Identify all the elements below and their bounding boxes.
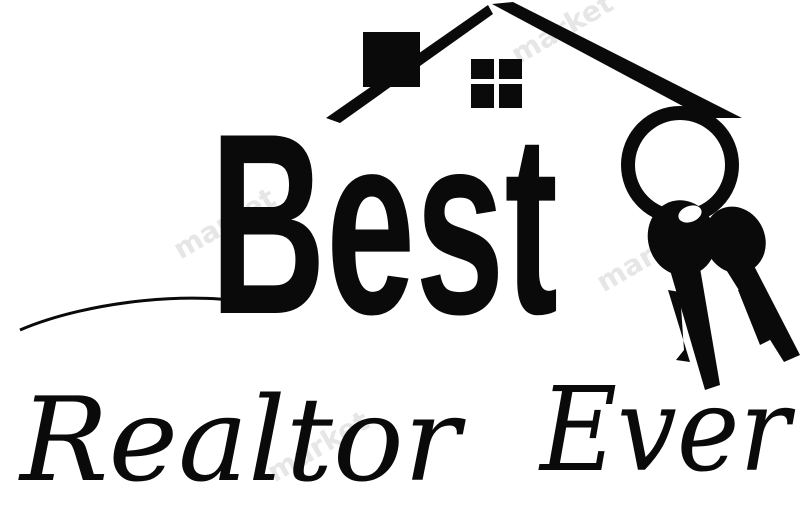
logo-tagline-ever: Ever <box>538 363 796 498</box>
key-icon <box>647 200 800 390</box>
house-roof-icon <box>326 2 742 123</box>
script-flourish <box>19 296 261 332</box>
roof-left-line <box>326 5 493 123</box>
roof-right-line <box>492 2 742 118</box>
logo-headline: Best <box>210 79 558 368</box>
logo-tagline-realtor: Realtor <box>18 373 467 508</box>
window-icon <box>471 59 522 108</box>
